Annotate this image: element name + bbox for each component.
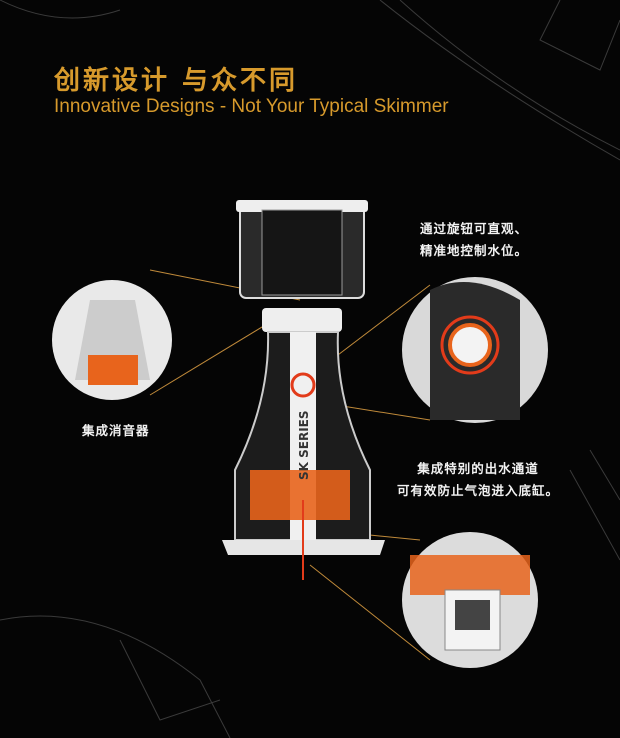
outlet-note: 集成特别的出水通道 可有效防止气泡进入底缸。 bbox=[397, 458, 559, 502]
valve-note: 通过旋钮可直观、 精准地控制水位。 bbox=[420, 218, 528, 262]
skimmer-body: SK SERIES bbox=[222, 308, 385, 580]
valve-detail-circle bbox=[402, 277, 548, 423]
muffler-detail-circle bbox=[52, 280, 172, 400]
muffler-note: 集成消音器 bbox=[82, 423, 150, 438]
outlet-detail-circle bbox=[402, 532, 538, 668]
collection-cup bbox=[236, 200, 368, 299]
outlet-note-line: 集成特别的出水通道 bbox=[417, 461, 539, 476]
valve-note-line: 通过旋钮可直观、 bbox=[420, 221, 529, 236]
valve-note-line: 精准地控制水位。 bbox=[420, 243, 529, 258]
page-subtitle: Innovative Designs - Not Your Typical Sk… bbox=[54, 96, 449, 117]
page-title: 创新设计 与众不同 bbox=[54, 66, 299, 96]
outlet-note-line: 可有效防止气泡进入底缸。 bbox=[397, 483, 560, 498]
product-label: SK SERIES bbox=[297, 410, 311, 480]
